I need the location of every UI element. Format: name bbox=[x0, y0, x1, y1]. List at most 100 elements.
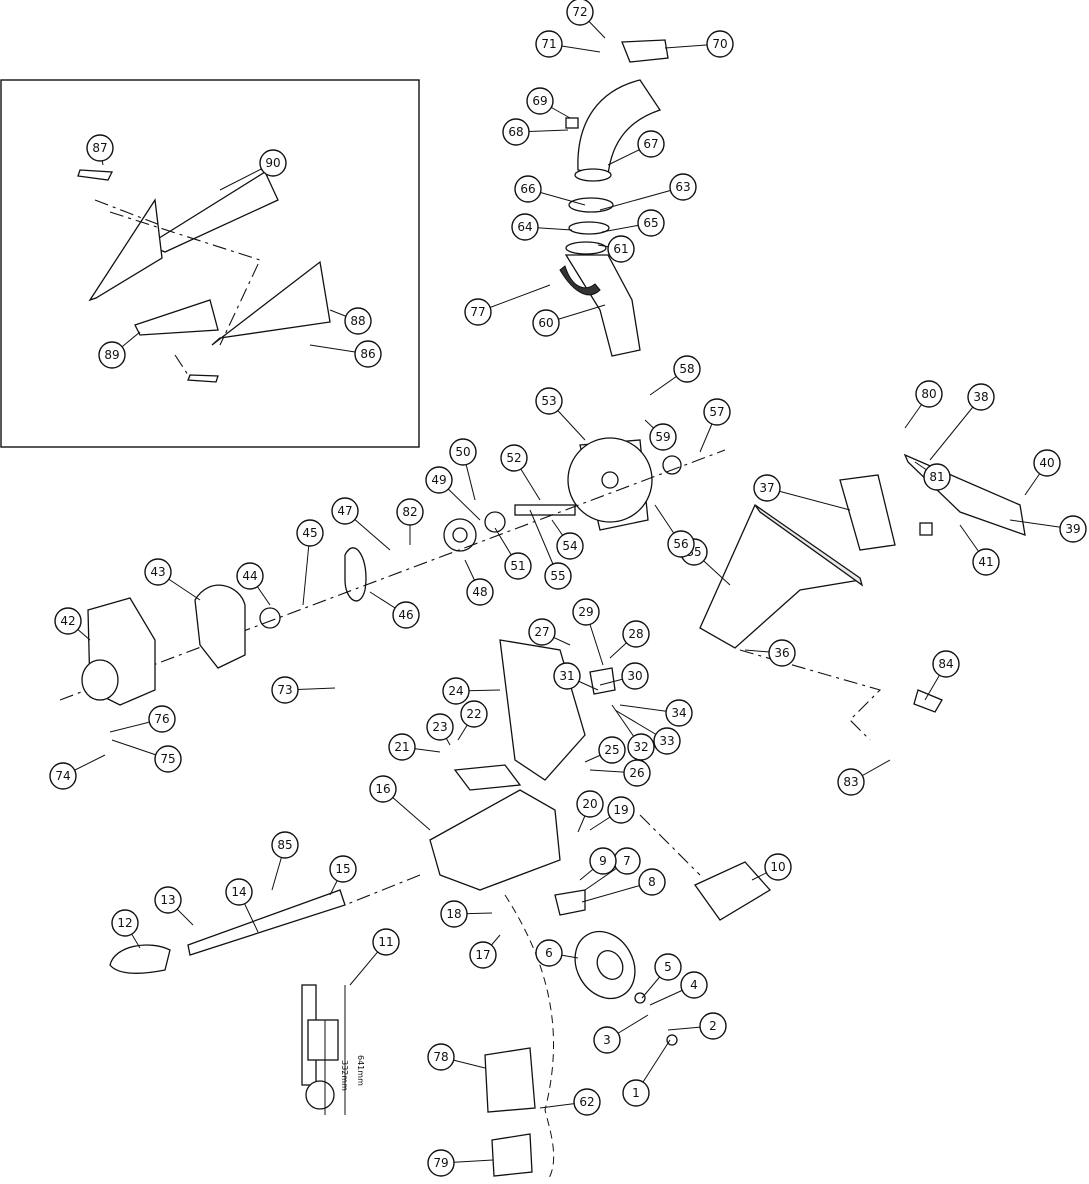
callout-circle bbox=[440, 900, 468, 928]
callout-number: 16 bbox=[375, 782, 390, 796]
callout-31: 31 bbox=[553, 662, 599, 691]
callout-number: 74 bbox=[55, 769, 70, 783]
callout-circle bbox=[514, 175, 542, 203]
callout-73: 73 bbox=[271, 676, 336, 704]
callout-circle bbox=[344, 307, 372, 335]
callout-88: 88 bbox=[329, 307, 372, 335]
callout-circle bbox=[638, 868, 666, 896]
callout-circle bbox=[556, 532, 584, 560]
callout-circle bbox=[154, 745, 182, 773]
callout-circle bbox=[469, 941, 497, 969]
callout-circle bbox=[535, 387, 563, 415]
callout-60: 60 bbox=[532, 304, 606, 337]
drive-line-drawing bbox=[59, 437, 726, 701]
callout-circle bbox=[673, 355, 701, 383]
callout-number: 72 bbox=[572, 5, 587, 19]
callout-circle bbox=[396, 498, 424, 526]
callout-circle bbox=[528, 618, 556, 646]
callout-number: 69 bbox=[532, 94, 547, 108]
callout-75: 75 bbox=[111, 739, 182, 773]
callout-circle bbox=[967, 383, 995, 411]
callout-number: 83 bbox=[843, 775, 858, 789]
callout-circle bbox=[535, 30, 563, 58]
callout-number: 82 bbox=[402, 505, 417, 519]
callout-number: 20 bbox=[582, 797, 597, 811]
callout-45: 45 bbox=[296, 519, 324, 606]
callout-circle bbox=[653, 727, 681, 755]
callout-circle bbox=[54, 607, 82, 635]
callout-21: 21 bbox=[388, 733, 441, 761]
callout-number: 17 bbox=[475, 948, 490, 962]
callout-number: 86 bbox=[360, 347, 375, 361]
callout-9: 9 bbox=[579, 847, 617, 881]
callout-circle bbox=[649, 423, 677, 451]
callout-57: 57 bbox=[699, 398, 731, 453]
callout-5: 5 bbox=[641, 953, 682, 999]
callout-33: 33 bbox=[614, 709, 681, 755]
callout-number: 57 bbox=[709, 405, 724, 419]
callout-32: 32 bbox=[611, 704, 655, 761]
callout-47: 47 bbox=[331, 497, 391, 551]
callout-circle bbox=[593, 1026, 621, 1054]
callout-number: 19 bbox=[613, 803, 628, 817]
callout-number: 6 bbox=[545, 946, 553, 960]
callout-28: 28 bbox=[609, 620, 650, 659]
callout-number: 68 bbox=[508, 125, 523, 139]
callout-circle bbox=[98, 341, 126, 369]
callout-67: 67 bbox=[607, 130, 665, 166]
callout-number: 22 bbox=[466, 707, 481, 721]
callout-number: 7 bbox=[623, 854, 631, 868]
callout-number: 46 bbox=[398, 608, 413, 622]
callout-6: 6 bbox=[535, 939, 579, 967]
callout-27: 27 bbox=[528, 618, 571, 646]
callout-circle bbox=[449, 438, 477, 466]
callout-89: 89 bbox=[98, 331, 141, 369]
callout-number: 39 bbox=[1065, 522, 1080, 536]
callout-number: 8 bbox=[648, 875, 656, 889]
callout-number: 65 bbox=[643, 216, 658, 230]
inset-frame bbox=[0, 79, 420, 448]
callout-number: 10 bbox=[770, 860, 785, 874]
callout-53: 53 bbox=[535, 387, 586, 441]
callout-leader bbox=[766, 487, 851, 511]
callout-number: 5 bbox=[664, 960, 672, 974]
callout-number: 4 bbox=[690, 978, 698, 992]
callout-15: 15 bbox=[329, 855, 357, 896]
callout-14: 14 bbox=[225, 878, 259, 933]
callout-number: 85 bbox=[277, 838, 292, 852]
callout-circle bbox=[654, 953, 682, 981]
callout-30: 30 bbox=[599, 662, 649, 690]
callout-circle bbox=[331, 497, 359, 525]
callout-70: 70 bbox=[664, 30, 734, 58]
callout-49: 49 bbox=[425, 466, 481, 521]
callout-90: 90 bbox=[219, 149, 287, 191]
jack-stand-drawing bbox=[301, 984, 346, 1115]
callout-circle bbox=[665, 699, 693, 727]
callout-number: 52 bbox=[506, 451, 521, 465]
callout-19: 19 bbox=[589, 796, 635, 831]
callout-circle bbox=[271, 676, 299, 704]
callout-circle bbox=[259, 149, 287, 177]
callout-circle bbox=[637, 130, 665, 158]
callout-number: 27 bbox=[534, 625, 549, 639]
callout-circle bbox=[427, 1149, 455, 1177]
callout-number: 24 bbox=[448, 684, 463, 698]
callout-circle bbox=[764, 853, 792, 881]
callout-number: 84 bbox=[938, 657, 953, 671]
callout-42: 42 bbox=[54, 607, 91, 641]
callout-79: 79 bbox=[427, 1149, 494, 1177]
callout-number: 77 bbox=[470, 305, 485, 319]
callout-number: 43 bbox=[150, 565, 165, 579]
callout-number: 45 bbox=[302, 526, 317, 540]
callout-number: 9 bbox=[599, 854, 607, 868]
callout-18: 18 bbox=[440, 900, 493, 928]
callout-59: 59 bbox=[644, 419, 677, 451]
callout-20: 20 bbox=[576, 790, 604, 833]
callout-number: 13 bbox=[160, 893, 175, 907]
callout-circle bbox=[753, 474, 781, 502]
overall-height-label: 641mm bbox=[356, 1055, 365, 1086]
boxes-drawing bbox=[484, 894, 555, 1181]
callout-circle bbox=[572, 598, 600, 626]
callout-circle bbox=[699, 1012, 727, 1040]
